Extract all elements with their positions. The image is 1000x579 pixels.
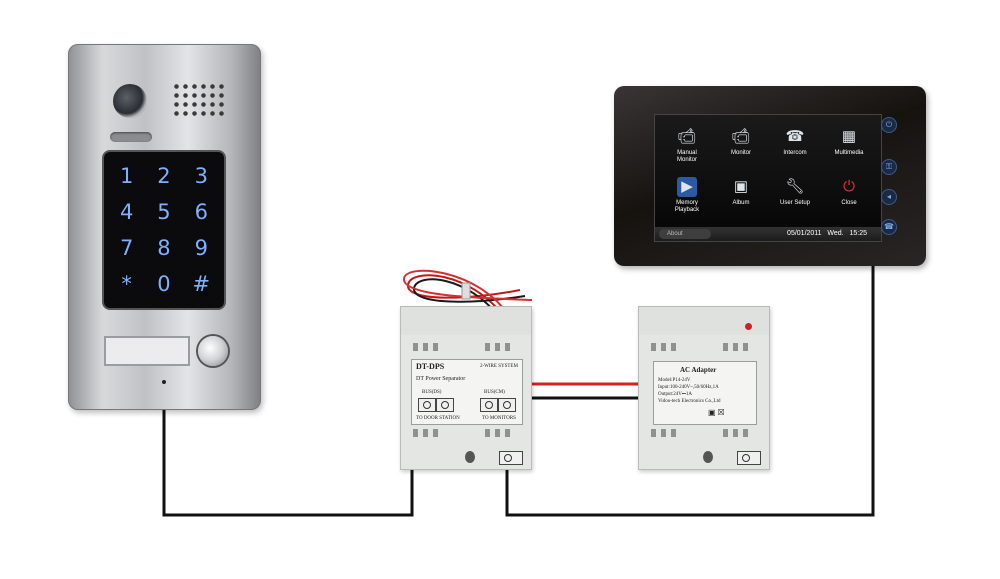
terminal-cm-1	[480, 398, 498, 412]
menu-label: Manual Monitor	[676, 150, 697, 163]
camera-icon: 📹︎	[731, 128, 751, 145]
separator-name: DT Power Separator	[416, 376, 466, 382]
menu-label: User Setup	[779, 200, 810, 206]
key-hash[interactable]: #	[192, 272, 211, 296]
key-6[interactable]: 6	[194, 200, 208, 224]
wrench-icon: 🔧︎	[785, 178, 805, 195]
key-button[interactable]: ⚿	[882, 160, 896, 174]
to-door-label: TO DOOR STATION	[416, 416, 460, 421]
phone-icon: ☎	[884, 222, 894, 231]
power-separator: DT-DPS 2-WIRE SYSTEM DT Power Separator …	[400, 306, 532, 470]
microphone-hole	[162, 380, 166, 384]
door-station: 1 2 3 4 5 6 7 8 9 * 0 #	[68, 44, 261, 410]
wire-separator-to-monitor	[505, 264, 875, 517]
phone-icon: ☎	[785, 128, 805, 145]
nameplate	[104, 336, 190, 366]
power-icon: ⏻	[885, 120, 893, 129]
key-1[interactable]: 1	[119, 164, 134, 188]
menu-multimedia[interactable]: ▦ Multimedia	[823, 127, 875, 157]
to-monitor-label: TO MONITORS	[482, 416, 516, 421]
terminal-ds-2	[436, 398, 454, 412]
adapter-label: AC Adapter Model:P14-24V Input:100-240V~…	[653, 361, 757, 425]
status-bar: About 05/01/2011 Wed. 15:25	[655, 227, 881, 241]
menu-label: Memory Playback	[674, 200, 700, 213]
date: 05/01/2011	[787, 230, 822, 237]
power-icon: ⏻	[843, 178, 855, 195]
key-0[interactable]: 0	[157, 272, 171, 296]
keypad: 1 2 3 4 5 6 7 8 9 * 0 #	[104, 152, 224, 308]
menu-memory-playback[interactable]: ▶ Memory Playback	[661, 177, 713, 214]
menu-intercom[interactable]: ☎ Intercom	[769, 127, 821, 157]
time: 15:25	[849, 230, 867, 237]
menu-label: Monitor	[730, 150, 751, 156]
mount-hole	[465, 451, 475, 463]
menu-user-setup[interactable]: 🔧︎ User Setup	[769, 177, 821, 207]
ac-adapter: AC Adapter Model:P14-24V Input:100-240V~…	[638, 306, 770, 470]
weekday: Wed.	[827, 230, 844, 237]
about-button[interactable]: About	[659, 229, 711, 239]
camera-icon: 📹︎	[677, 128, 697, 145]
ir-led-slot	[110, 132, 152, 142]
bus-ds-label: BUS(DS)	[422, 390, 442, 395]
key-2[interactable]: 2	[157, 164, 171, 188]
menu-monitor[interactable]: 📹︎ Monitor	[715, 127, 767, 157]
menu-label: Album	[732, 200, 750, 206]
adapter-output: Output:24V⎓1A	[658, 392, 692, 397]
key-7[interactable]: 7	[119, 236, 134, 260]
key-8[interactable]: 8	[157, 236, 171, 260]
cert-icon: ▣ ☒	[708, 408, 725, 417]
key-icon: ⚿	[885, 162, 893, 171]
speaker-icon: ◂	[886, 192, 891, 201]
din-clip	[499, 451, 523, 465]
mount-hole	[703, 451, 713, 463]
monitor-screen: 📹︎ Manual Monitor 📹︎ Monitor ☎ Intercom …	[654, 114, 882, 242]
menu-close[interactable]: ⏻ Close	[823, 177, 875, 207]
key-3[interactable]: 3	[194, 164, 208, 188]
key-5[interactable]: 5	[157, 200, 171, 224]
date-time: 05/01/2011 Wed. 15:25	[787, 229, 867, 239]
menu-label: Close	[841, 200, 857, 206]
volume-button[interactable]: ◂	[882, 190, 896, 204]
photo-icon: ▣	[733, 178, 749, 195]
menu-manual-monitor[interactable]: 📹︎ Manual Monitor	[661, 127, 713, 164]
unlock-button[interactable]: ⏻	[882, 118, 896, 132]
bus-cm-label: BUS(CM)	[484, 390, 505, 395]
wire-door-to-separator	[162, 408, 414, 517]
film-icon: ▦	[841, 128, 857, 145]
play-icon: ▶	[677, 177, 697, 197]
menu-album[interactable]: ▣ Album	[715, 177, 767, 207]
indoor-monitor: 📹︎ Manual Monitor 📹︎ Monitor ☎ Intercom …	[614, 86, 926, 266]
power-led	[745, 323, 752, 330]
separator-system: 2-WIRE SYSTEM	[480, 364, 518, 369]
adapter-model: Model:P14-24V	[658, 378, 691, 383]
menu-label: Multimedia	[834, 150, 864, 156]
key-4[interactable]: 4	[119, 200, 134, 224]
adapter-title: AC Adapter	[680, 366, 717, 374]
adapter-input: Input:100-240V~,50/60Hz,1A	[658, 385, 719, 390]
key-9[interactable]: 9	[194, 236, 208, 260]
talk-button[interactable]: ☎	[882, 220, 896, 234]
adapter-maker: Vidoo-tech Electronics Co.,Ltd	[658, 399, 721, 404]
speaker-grille	[172, 82, 224, 120]
menu-label: Intercom	[783, 150, 807, 156]
camera-lens	[113, 84, 147, 118]
separator-title: DT-DPS	[416, 362, 445, 371]
din-clip	[737, 451, 761, 465]
separator-label: DT-DPS 2-WIRE SYSTEM DT Power Separator …	[411, 359, 523, 425]
terminal-cm-2	[498, 398, 516, 412]
call-button[interactable]	[198, 336, 228, 366]
terminal-ds-1	[418, 398, 436, 412]
key-star[interactable]: *	[121, 272, 132, 296]
